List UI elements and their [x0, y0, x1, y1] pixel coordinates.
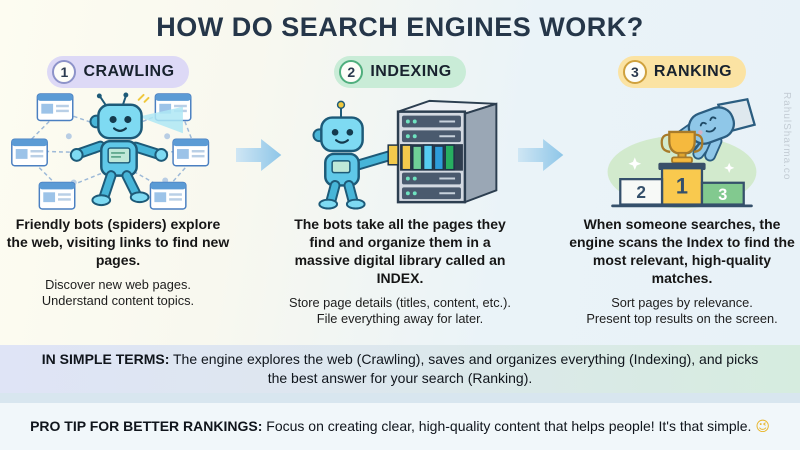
step-label-indexing: INDEXING: [370, 63, 452, 80]
step-label-ranking: RANKING: [653, 63, 733, 80]
summary-banner-body: The engine explores the web (Crawling), …: [169, 351, 759, 386]
ranking-header-badge: 3 RANKING: [617, 56, 747, 88]
ranking-detail-line: Sort pages by relevance.: [611, 294, 753, 310]
step-crawling: 1 CRAWLING: [0, 56, 236, 310]
index-books: [401, 144, 455, 171]
pro-tip-banner: PRO TIP FOR BETTER RANKINGS: Focus on cr…: [0, 403, 800, 450]
ranking-detail-line: Present top results on the screen.: [586, 311, 778, 327]
arrow-gap-2: [518, 56, 564, 178]
summary-banner-text: IN SIMPLE TERMS: The engine explores the…: [40, 350, 760, 388]
banner-divider: [0, 393, 800, 403]
step-number-2: 2: [339, 60, 364, 84]
page-title: HOW DO SEARCH ENGINES WORK?: [156, 12, 644, 42]
robot-librarian-illustration: [312, 99, 498, 210]
summary-banner-label: IN SIMPLE TERMS:: [41, 351, 170, 368]
podium-number-1: 1: [676, 174, 688, 199]
indexing-description: The bots take all the pages they find an…: [294, 216, 506, 286]
crawling-header-badge: 1 CRAWLING: [47, 56, 189, 88]
indexing-detail-line: Store page details (titles, content, etc…: [289, 294, 511, 310]
crawling-detail-line: Discover new web pages.: [45, 276, 191, 292]
step-ranking: 3 RANKING: [564, 56, 800, 328]
step-indexing: 2 INDEXING: [282, 56, 518, 328]
indexing-details: Store page details (titles, content, etc…: [284, 295, 516, 328]
arrow-right-icon: [518, 138, 564, 172]
ranking-details: Sort pages by relevance. Present top res…: [566, 295, 798, 328]
step-label-crawling: CRAWLING: [83, 63, 175, 80]
crawling-description: Friendly bots (spiders) explore the web,…: [6, 216, 230, 268]
steps-row: 1 CRAWLING: [0, 56, 800, 328]
trophy-icon: [660, 130, 704, 164]
trophy-podium-illustration: 1 2 3: [607, 97, 757, 209]
step-number-1: 1: [52, 60, 77, 84]
ranking-description: When someone searches, the engine scans …: [569, 216, 795, 286]
arrow-gap-1: [236, 56, 282, 178]
pro-tip-body: Focus on creating clear, high-quality co…: [262, 418, 756, 434]
web-page-thumbnails: [11, 93, 210, 210]
arrow-right-icon: [236, 138, 282, 172]
indexing-detail-line: File everything away for later.: [316, 311, 484, 327]
pro-tip-label: PRO TIP FOR BETTER RANKINGS:: [30, 418, 263, 434]
watermark: RahulSharma.co: [781, 92, 792, 181]
winking-face-emoji: 😉: [755, 418, 770, 434]
crawling-detail-line: Understand content topics.: [41, 293, 195, 309]
crawling-details: Discover new web pages. Understand conte…: [2, 277, 234, 310]
podium-number-2: 2: [636, 182, 646, 202]
pro-tip-text: PRO TIP FOR BETTER RANKINGS: Focus on cr…: [20, 418, 780, 435]
indexing-header-badge: 2 INDEXING: [334, 56, 466, 88]
step-number-3: 3: [622, 60, 647, 84]
podium-number-3: 3: [718, 186, 727, 204]
robot-crawler-illustration: [11, 92, 210, 210]
summary-banner: IN SIMPLE TERMS: The engine explores the…: [0, 345, 800, 393]
